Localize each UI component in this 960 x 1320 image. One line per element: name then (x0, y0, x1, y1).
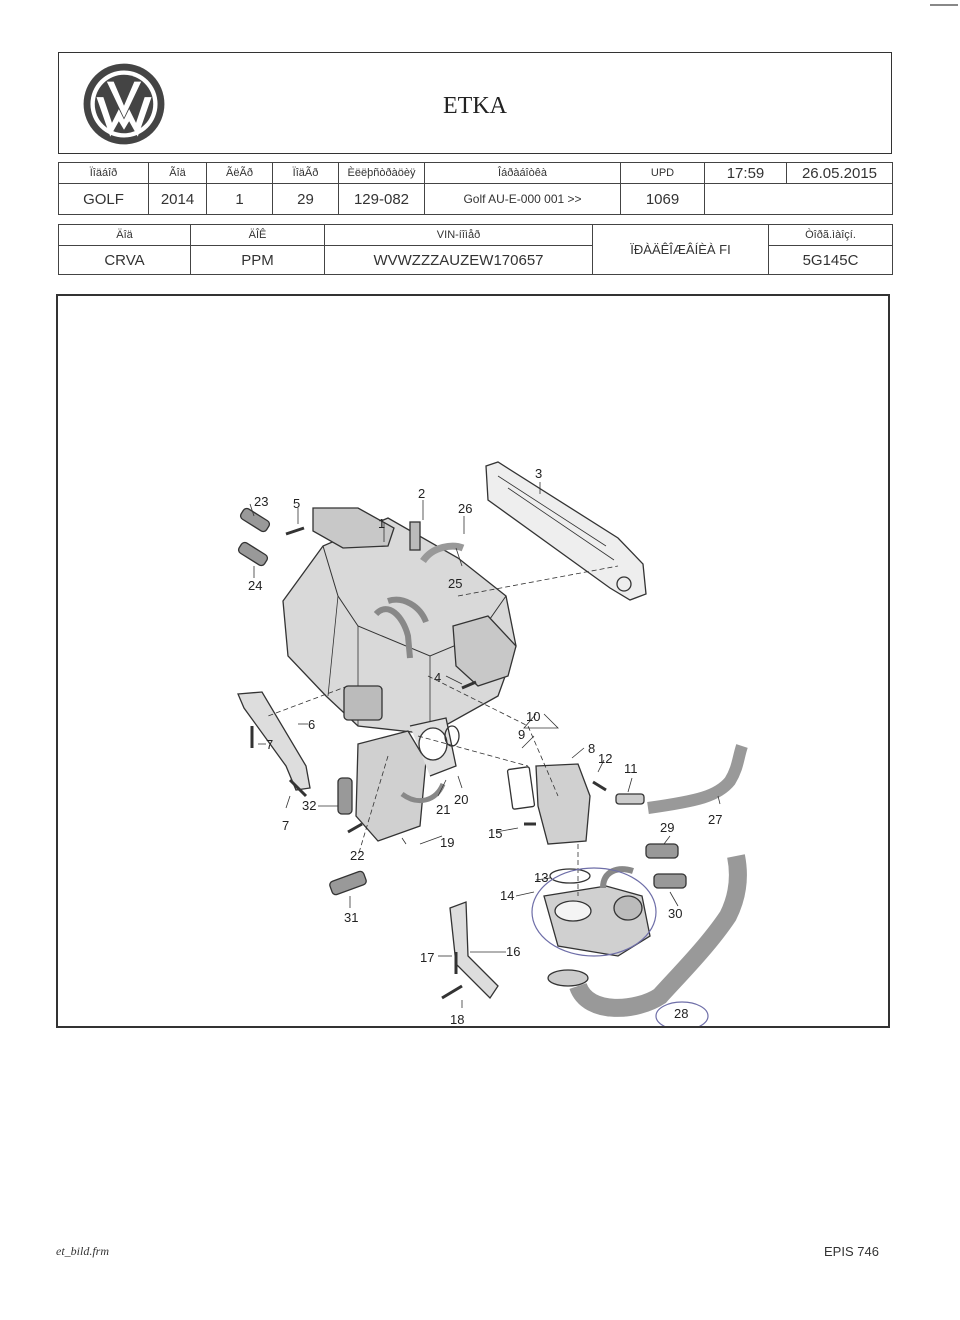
callout-28: 28 (674, 1006, 688, 1021)
seal-ring-13 (549, 868, 591, 884)
label-model: Ïîäáîð (58, 162, 149, 184)
label-sales-code: Òîðã.ìàîçí. (768, 224, 893, 246)
label-main-group: ÃëÃð (206, 162, 273, 184)
callout-15: 15 (488, 826, 502, 841)
label-processing: Îáðàáîòêà (424, 162, 621, 184)
callout-11: 11 (624, 761, 638, 776)
model-value: GOLF (58, 183, 149, 215)
title-box: ETKA (58, 52, 892, 154)
manifold-flange-right (452, 615, 517, 687)
label-upd: UPD (620, 162, 705, 184)
manifold-flange-left (312, 507, 395, 549)
pipe-28 (569, 854, 747, 1017)
callout-19: 19 (440, 835, 454, 850)
gasket-9 (506, 766, 536, 810)
sales-code-value: 5G145C (768, 245, 893, 275)
time-value: 17:59 (704, 162, 787, 184)
egr-cooler (355, 730, 427, 842)
bolt-23 (239, 507, 271, 533)
valve-body (535, 763, 591, 845)
callout-18: 18 (450, 1012, 464, 1026)
date-value: 26.05.2015 (786, 162, 893, 184)
hose-27 (647, 744, 748, 814)
vin-table: Äîä ÄÎÊ VIN-íîìåð ÏÐÀÄÊÎÆÂÍÈÀ FI Òîðã.ìà… (58, 224, 893, 275)
bolt-24 (237, 541, 269, 567)
callout-17: 17 (420, 950, 434, 965)
exploded-view-drawing: 1 2 3 4 5 6 7 7 8 9 10 11 12 13 14 15 16… (237, 461, 748, 1026)
callout-16: 16 (506, 944, 520, 959)
label-illustration: Èëëþñòðàöèÿ (338, 162, 425, 184)
callout-4: 4 (434, 670, 441, 685)
footer-form-name: et_bild.frm (56, 1244, 109, 1258)
callout-10: 10 (526, 709, 540, 724)
callout-21: 21 (436, 802, 450, 817)
processing-value: Golf AU-E-000 001 >> (424, 183, 621, 215)
callout-3: 3 (535, 466, 542, 481)
bracket-16 (449, 901, 499, 1000)
callout-5: 5 (293, 496, 300, 511)
vin-value: WVWZZZAUZEW170657 (324, 245, 593, 275)
label-engine: Äîä (58, 224, 191, 246)
sleeve-31 (329, 870, 367, 896)
callout-2: 2 (418, 486, 425, 501)
sleeve-29 (645, 843, 679, 859)
upd-value: 1069 (620, 183, 705, 215)
callout-20: 20 (454, 792, 468, 807)
sleeve-30 (653, 873, 687, 889)
callout-23: 23 (254, 494, 268, 509)
callout-25: 25 (448, 576, 462, 591)
empty-cell (704, 183, 893, 215)
callout-6: 6 (308, 717, 315, 732)
callout-7: 7 (266, 737, 273, 752)
callout-30: 30 (668, 906, 682, 921)
callout-8: 8 (588, 741, 595, 756)
label-sub-group: ÏîäÃð (272, 162, 339, 184)
callout-12: 12 (598, 751, 612, 766)
callout-1: 1 (378, 516, 385, 531)
illustration-value: 129-082 (338, 183, 425, 215)
callout-27: 27 (708, 812, 722, 827)
label-vin: VIN-íîìåð (324, 224, 593, 246)
scan-corner-mark (930, 4, 958, 6)
callout-13: 13 (534, 870, 548, 885)
info-table: Ïîäáîð Ãîä ÃëÃð ÏîäÃð Èëëþñòðàöèÿ Îáðàáî… (58, 162, 893, 215)
callout-14: 14 (500, 888, 514, 903)
callout-29: 29 (660, 820, 674, 835)
callout-31: 31 (344, 910, 358, 925)
bracket-6 (237, 691, 311, 791)
label-gearbox: ÄÎÊ (190, 224, 325, 246)
callout-22: 22 (350, 848, 364, 863)
gasket-3 (485, 461, 647, 601)
gearbox-value: PPM (190, 245, 325, 275)
engine-value: CRVA (58, 245, 191, 275)
callout-32: 32 (302, 798, 316, 813)
sleeve-32 (337, 777, 353, 815)
sub-group-value: 29 (272, 183, 339, 215)
year-value: 2014 (148, 183, 207, 215)
callout-7b: 7 (282, 818, 289, 833)
footer-system-code: EPIS 746 (824, 1244, 879, 1259)
callout-9: 9 (518, 727, 525, 742)
parts-diagram: 1 2 3 4 5 6 7 7 8 9 10 11 12 13 14 15 16… (56, 294, 890, 1028)
middle-cell: ÏÐÀÄÊÎÆÂÍÈÀ FI (592, 224, 769, 275)
callout-26: 26 (458, 501, 472, 516)
vw-logo-icon (83, 63, 165, 145)
seal-ring-20 (444, 725, 460, 747)
main-group-value: 1 (206, 183, 273, 215)
callout-24: 24 (248, 578, 262, 593)
page-title: ETKA (443, 93, 507, 119)
label-year: Ãîä (148, 162, 207, 184)
